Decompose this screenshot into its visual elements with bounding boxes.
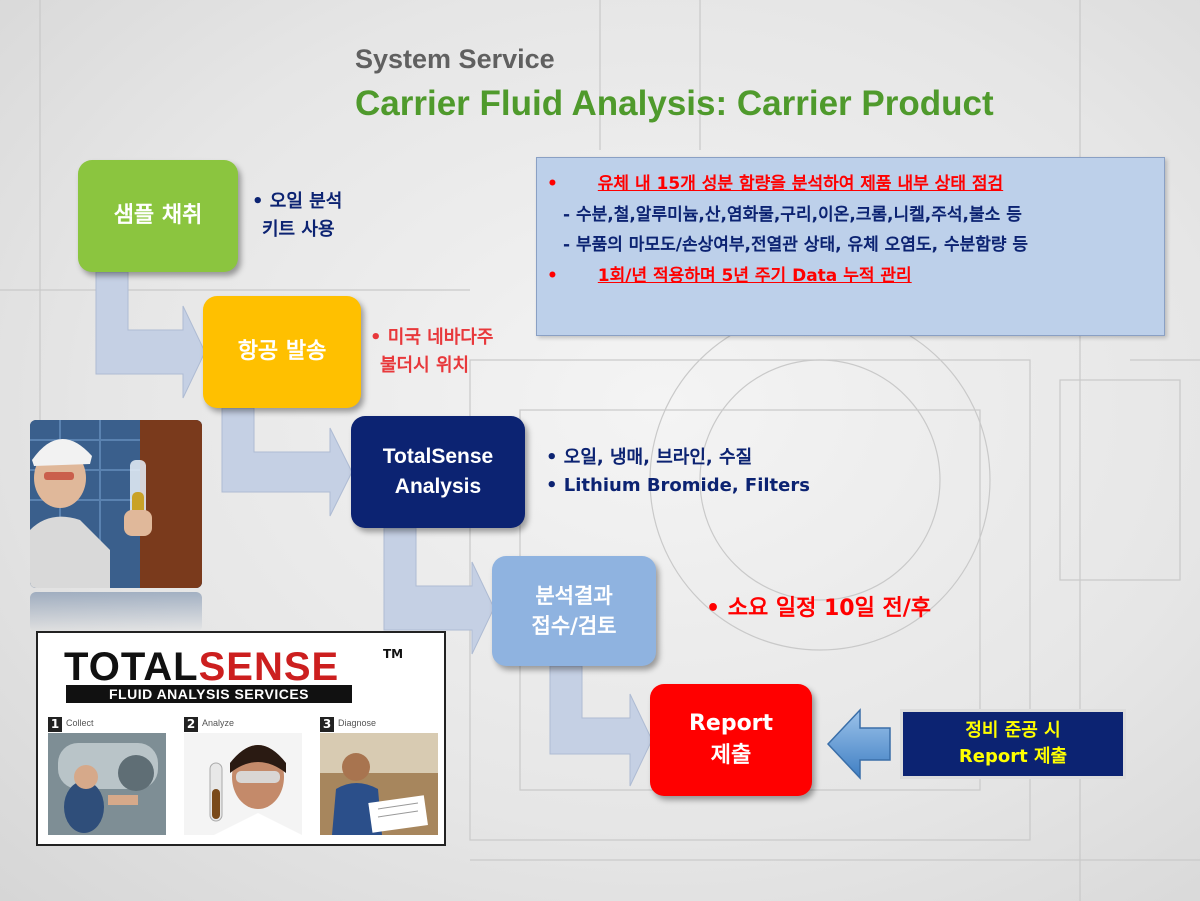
note-analysis: • 오일, 냉매, 브라인, 수질 • Lithium Bromide, Fil…: [546, 444, 810, 500]
totalsense-logo-card: TOTALSENSE TM FLUID ANALYSIS SERVICES 1 …: [36, 631, 446, 846]
collect-photo: [48, 733, 166, 835]
note-line: • 오일 분석: [252, 191, 343, 212]
wordmark-total: TOTAL: [64, 645, 199, 689]
note-shipping: • 미국 네바다주 불더시 위치: [370, 324, 493, 380]
logo-step-diagnose: 3 Diagnose: [320, 717, 438, 837]
callout-line1: 정비 준공 시: [965, 719, 1061, 741]
left-arrow-icon: [826, 708, 891, 780]
bullet: •: [547, 265, 558, 286]
flow-step-label-line2: Analysis: [394, 475, 482, 498]
diagnose-photo: [320, 733, 438, 835]
flow-step-label: 샘플 채취: [113, 203, 203, 229]
step-label: Analyze: [202, 718, 235, 728]
flow-arrow-1: [95, 271, 206, 399]
step-number: 1: [48, 717, 62, 732]
note-line: 불더시 위치: [380, 354, 470, 376]
step-label: Diagnose: [338, 718, 377, 728]
flow-step-result-review: 분석결과 접수/검토: [492, 556, 656, 666]
info-sub-2: - 부품의 마모도/손상여부,전열관 상태, 유체 오염도, 수분함량 등: [563, 235, 1029, 256]
step-number: 2: [184, 717, 198, 732]
flow-step-label-line2: 접수/검토: [531, 614, 617, 638]
report-submission-callout: 정비 준공 시 Report 제출: [900, 709, 1126, 779]
note-line: • 미국 네바다주: [370, 327, 494, 348]
logo-tagline: FLUID ANALYSIS SERVICES: [66, 685, 352, 703]
step-number: 3: [320, 717, 334, 732]
callout-line2: Report 제출: [958, 746, 1068, 767]
step-label: Collect: [66, 718, 94, 728]
flow-step-air-shipping: 항공 발송: [203, 296, 361, 408]
info-box: • 유체 내 15개 성분 함량을 분석하여 제품 내부 상태 점검 - 수분,…: [536, 157, 1165, 336]
info-item-2: • 1회/년 적용하며 5년 주기 Data 누적 관리: [547, 264, 1164, 289]
trademark-mark: TM: [383, 647, 404, 661]
slide-subtitle: System Service: [355, 44, 555, 74]
bullet: •: [547, 174, 558, 194]
flow-step-label-line1: 분석결과: [535, 583, 613, 608]
flow-arrow-2: [221, 407, 353, 517]
flow-step-sample-collection: 샘플 채취: [78, 160, 238, 272]
note-review-duration: • 소요 일정 10일 전/후: [706, 596, 932, 621]
logo-step-analyze: 2 Analyze: [184, 717, 302, 837]
info-sub-1: - 수분,철,알루미늄,산,염화물,구리,이온,크롬,니켈,주석,불소 등: [563, 204, 1022, 225]
technician-photo: [30, 420, 202, 588]
slide-title: Carrier Fluid Analysis: Carrier Product: [355, 84, 994, 123]
note-sample: • 오일 분석 키트 사용: [252, 188, 342, 244]
flow-step-label-line1: Report: [688, 711, 774, 737]
note-line: • Lithium Bromide, Filters: [546, 474, 810, 496]
info-item-1: • 유체 내 15개 성분 함량을 분석하여 제품 내부 상태 점검: [547, 172, 1164, 197]
note-line: • 오일, 냉매, 브라인, 수질: [546, 447, 753, 468]
flow-step-label: 항공 발송: [237, 339, 327, 365]
info-item-1-text: 유체 내 15개 성분 함량을 분석하여 제품 내부 상태 점검: [597, 174, 1004, 194]
totalsense-wordmark: TOTALSENSE: [64, 645, 339, 690]
analyze-photo: [184, 733, 302, 835]
logo-step-collect: 1 Collect: [48, 717, 166, 837]
flow-arrow-3: [383, 527, 495, 655]
flow-step-report-submission: Report 제출: [650, 684, 812, 796]
info-item-2-text: 1회/년 적용하며 5년 주기 Data 누적 관리: [597, 265, 912, 286]
wordmark-sense: SENSE: [198, 645, 340, 689]
flow-arrow-4: [549, 665, 653, 787]
flow-step-label-line1: TotalSense: [382, 444, 494, 468]
flow-step-label-line2: 제출: [710, 743, 752, 768]
note-line: 키트 사용: [262, 218, 335, 240]
photo-reflection: [30, 592, 202, 632]
flow-step-totalsense-analysis: TotalSense Analysis: [351, 416, 525, 528]
